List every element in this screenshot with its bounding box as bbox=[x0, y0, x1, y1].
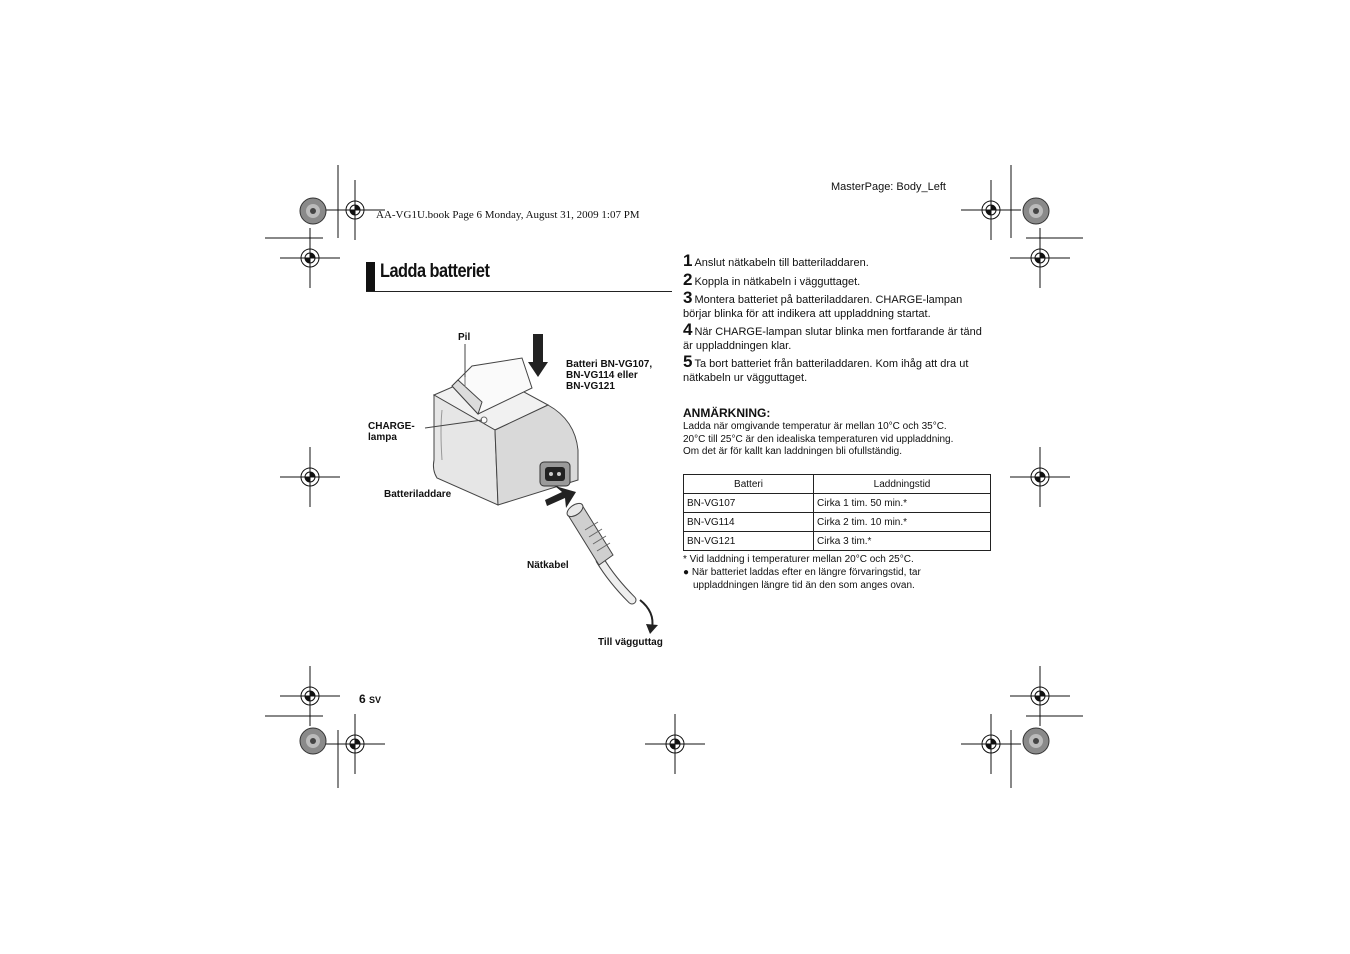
note-text: Ladda när omgivande temperatur är mellan… bbox=[683, 421, 993, 459]
registration-mark-icon bbox=[279, 446, 341, 508]
footnote-bullet-line: uppladdningen längre tid än den som ange… bbox=[693, 580, 915, 591]
label-battery-line: BN-VG114 eller bbox=[566, 370, 638, 381]
table-row: BN-VG114 Cirka 2 tim. 10 min.* bbox=[683, 512, 991, 532]
table-cell: Cirka 3 tim.* bbox=[813, 531, 991, 551]
power-cable-icon bbox=[566, 502, 637, 605]
table-cell: Cirka 1 tim. 50 min.* bbox=[813, 493, 991, 513]
step-text: Anslut nätkabeln till batteriladdaren. bbox=[694, 257, 869, 269]
insert-arrow-icon bbox=[528, 334, 548, 377]
leader-lines bbox=[424, 344, 483, 429]
master-page-label: MasterPage: Body_Left bbox=[831, 181, 946, 193]
note-heading: ANMÄRKNING: bbox=[683, 406, 771, 420]
book-info: AA-VG1U.book Page 6 Monday, August 31, 2… bbox=[376, 209, 640, 221]
registration-mark-icon bbox=[279, 227, 341, 289]
table-cell: BN-VG121 bbox=[683, 531, 814, 551]
label-cable: Nätkabel bbox=[527, 560, 569, 571]
charging-time-table: Batteri Laddningstid BN-VG107 Cirka 1 ti… bbox=[683, 474, 991, 551]
table-header-row: Batteri Laddningstid bbox=[683, 474, 991, 494]
table-cell: Cirka 2 tim. 10 min.* bbox=[813, 512, 991, 532]
step-number: 5 bbox=[683, 352, 693, 371]
title-marker bbox=[366, 262, 375, 291]
table-row: BN-VG107 Cirka 1 tim. 50 min.* bbox=[683, 493, 991, 513]
footnote-bullet-line: ● När batteriet laddas efter en längre f… bbox=[683, 567, 921, 578]
table-header-cell: Laddningstid bbox=[813, 474, 991, 494]
step-number: 1 bbox=[683, 251, 693, 270]
crop-lines bbox=[265, 165, 1083, 788]
registration-mark-icon bbox=[960, 713, 1022, 775]
table-row: BN-VG121 Cirka 3 tim.* bbox=[683, 531, 991, 551]
section-title: Ladda batteriet bbox=[380, 261, 490, 282]
title-divider bbox=[366, 291, 672, 292]
step-text: Montera batteriet på batteriladdaren. CH… bbox=[683, 294, 963, 320]
outlet-arrow-icon bbox=[639, 599, 658, 634]
note-line: 20°C till 25°C är den idealiska temperat… bbox=[683, 433, 954, 445]
registration-mark-icon bbox=[1009, 446, 1071, 508]
label-outlet: Till vägguttag bbox=[598, 637, 663, 648]
page-number: 6 SV bbox=[359, 692, 381, 706]
charger-illustration bbox=[424, 334, 658, 634]
label-charge-line: CHARGE- bbox=[368, 421, 415, 432]
color-target-icon bbox=[299, 727, 327, 755]
page-number-value: 6 bbox=[359, 692, 366, 706]
color-target-icon bbox=[1022, 197, 1050, 225]
registration-mark-icon bbox=[324, 713, 386, 775]
label-pil: Pil bbox=[458, 332, 471, 343]
step-text: När CHARGE-lampan slutar blinka men fort… bbox=[683, 326, 982, 352]
registration-mark-icon bbox=[960, 179, 1022, 241]
label-charge-lamp: CHARGE- lampa bbox=[368, 421, 415, 443]
table-cell: BN-VG114 bbox=[683, 512, 814, 532]
battery-icon bbox=[451, 357, 533, 415]
registration-mark-icon bbox=[279, 665, 341, 727]
label-battery-line: Batteri BN-VG107, bbox=[566, 359, 653, 370]
registration-mark-icon bbox=[644, 713, 706, 775]
plug-arrow-icon bbox=[545, 486, 576, 508]
step-number: 3 bbox=[683, 288, 693, 307]
step-number: 2 bbox=[683, 269, 693, 289]
color-target-icon bbox=[299, 197, 327, 225]
label-charger: Batteriladdare bbox=[384, 489, 452, 500]
table-cell: BN-VG107 bbox=[683, 493, 814, 513]
label-battery-line: BN-VG121 bbox=[566, 381, 615, 392]
table-header-cell: Batteri bbox=[683, 474, 814, 494]
note-line: Om det är för kallt kan laddningen bli o… bbox=[683, 446, 903, 457]
registration-mark-icon bbox=[1009, 227, 1071, 289]
note-line: Ladda när omgivande temperatur är mellan… bbox=[683, 421, 947, 432]
page-language: SV bbox=[369, 695, 382, 705]
step-number: 4 bbox=[683, 320, 693, 339]
color-target-icon bbox=[1022, 727, 1050, 755]
step-text: Ta bort batteriet från batteriladdaren. … bbox=[683, 358, 969, 384]
label-battery: Batteri BN-VG107, BN-VG114 eller BN-VG12… bbox=[566, 359, 652, 392]
registration-mark-icon bbox=[1009, 665, 1071, 727]
step-text: Koppla in nätkabeln i vägguttaget. bbox=[694, 275, 861, 288]
label-charge-line: lampa bbox=[368, 432, 397, 443]
footnote-asterisk: * Vid laddning i temperaturer mellan 20°… bbox=[683, 554, 914, 565]
footnote-bullet: ● När batteriet laddas efter en längre f… bbox=[683, 566, 993, 592]
